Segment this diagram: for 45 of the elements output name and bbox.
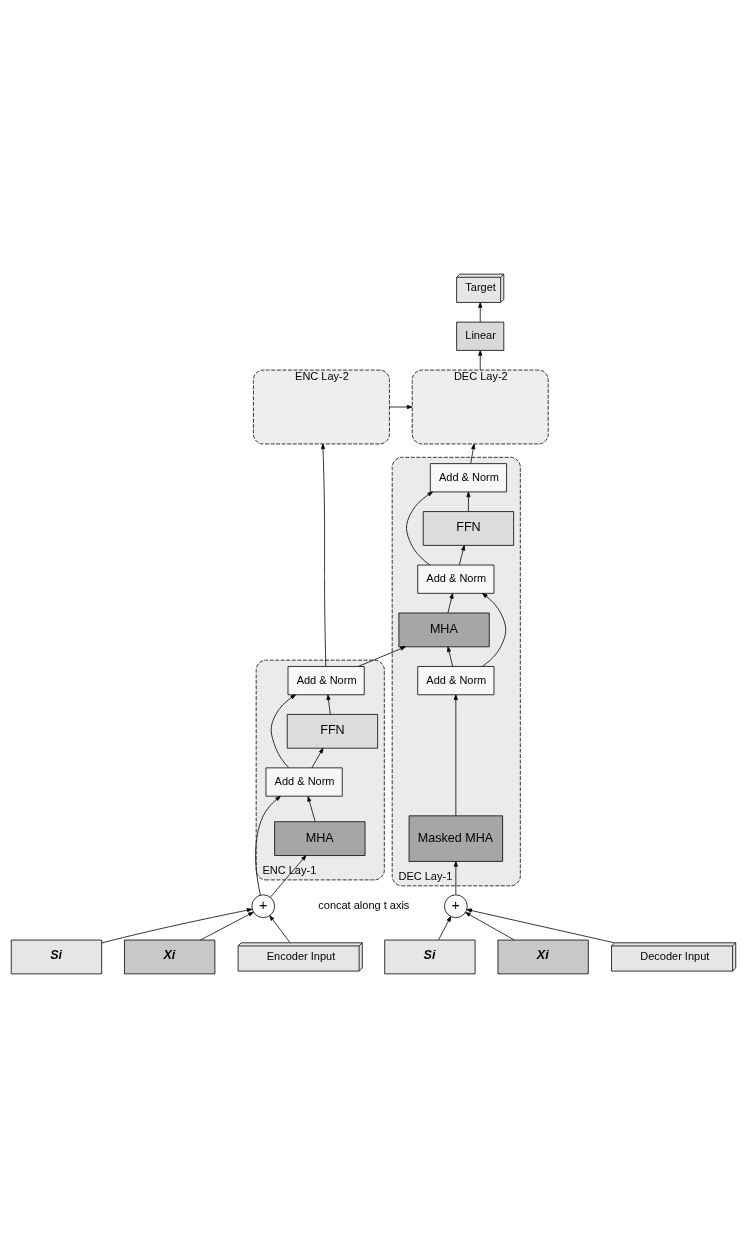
node-box: Masked MHA (408, 815, 504, 862)
arrow (482, 593, 507, 667)
arrow (101, 908, 253, 944)
arrow (406, 491, 433, 566)
arrow (478, 302, 483, 323)
arrow (307, 796, 316, 823)
arrow (447, 646, 454, 667)
node-box: Add & Norm (429, 463, 507, 493)
arrow (320, 443, 327, 667)
arrow (255, 795, 281, 896)
arrow (447, 593, 454, 614)
arrow (269, 915, 291, 944)
node-box: Xi (497, 939, 589, 975)
arrow (453, 861, 458, 895)
arrow (270, 855, 307, 898)
arrow (438, 916, 452, 941)
node-box: Xi (124, 939, 216, 975)
arrow (200, 911, 254, 941)
node-box: Add & Norm (265, 767, 343, 797)
arrow (466, 908, 615, 944)
arrow (458, 545, 466, 566)
node-box: ENC Lay-2 (253, 369, 390, 445)
node-box: Add & Norm (417, 564, 495, 594)
node-box: DEC Lay-2 (411, 369, 549, 445)
node-box: MHA (274, 821, 366, 856)
node-box: Si (10, 939, 103, 975)
node-box: FFN (422, 511, 515, 546)
node-box: Add & Norm (417, 666, 495, 696)
node-box: Si (384, 939, 476, 975)
arrow (470, 443, 476, 464)
node-circle: + (444, 894, 468, 919)
node-box: MHA (398, 612, 490, 648)
node-box: Linear (456, 321, 505, 351)
arrow (465, 912, 515, 941)
label: concat along t axis (318, 899, 410, 912)
arrow (453, 694, 458, 817)
arrow (389, 404, 413, 410)
node-box: Add & Norm (287, 666, 365, 696)
arrow (466, 491, 471, 512)
arrow (478, 350, 483, 371)
node-box: FFN (286, 714, 379, 749)
arrow (311, 747, 324, 769)
arrow (270, 694, 296, 768)
arrow (357, 646, 406, 667)
arrow (326, 694, 331, 715)
